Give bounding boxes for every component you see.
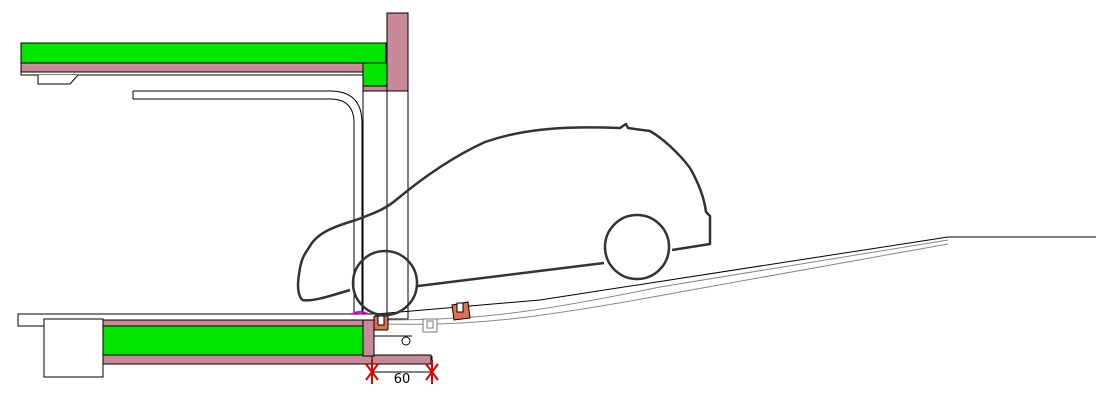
bracket-left [373,315,389,331]
lower-slab-corner-post [362,319,375,357]
upper-slab-green [20,42,387,65]
column-top [386,12,409,92]
seal-accent [351,311,369,315]
dimension-tick-left [365,360,379,384]
upper-slab-nose [37,74,79,85]
bracket-middle-slot [426,320,434,329]
upper-slab-green-corner [362,62,388,88]
lower-slab-green [102,325,366,357]
lower-slab-top-band [102,319,366,327]
upper-slab [20,42,388,92]
upper-slab-underside [20,62,367,73]
ramp [18,236,1096,325]
dimension-tick-right [425,360,439,384]
dimension-60: 60 [365,356,439,387]
column-inner-left [362,90,388,320]
guide-pipe-inner [133,98,355,312]
car-front-wheel [351,249,419,317]
bracket-right-slot [456,302,464,313]
car [296,122,712,317]
ramp-lower-line [375,239,949,321]
bracket-middle [422,318,438,333]
dimension-label: 60 [394,372,411,387]
column [362,12,409,320]
lower-slab-box [43,318,104,378]
car-rear-wheel [603,213,671,281]
guide-pipe-outer [133,90,363,312]
ramp-top-line [18,236,1096,315]
bracket-right [451,301,471,321]
lower-slab-base [102,354,432,365]
ramp-lower-line-2 [379,243,949,325]
drain-point [401,336,411,346]
upper-slab-corner-base [362,85,388,92]
upper-slab-lip [20,71,367,76]
car-body-outline [296,122,712,302]
bracket-left-slot [377,315,385,326]
